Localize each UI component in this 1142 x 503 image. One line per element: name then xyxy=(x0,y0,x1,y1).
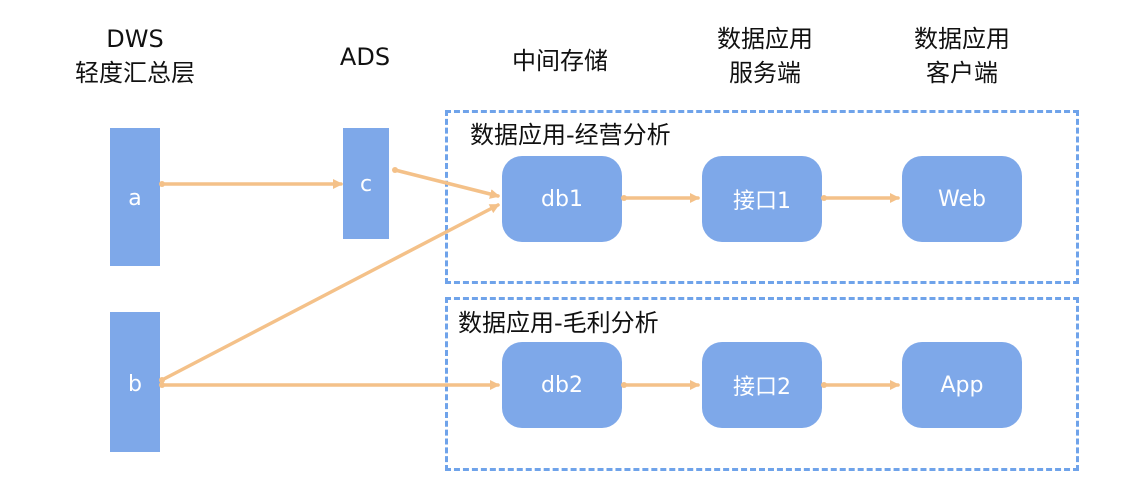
header-client: 数据应用 客户端 xyxy=(887,22,1037,90)
header-dws-line2: 轻度汇总层 xyxy=(75,59,195,87)
table-a: a xyxy=(110,128,160,266)
node-api2: 接口2 xyxy=(702,342,822,428)
node-db2: db2 xyxy=(502,342,622,428)
table-c-label: c xyxy=(359,172,373,197)
table-a-label: a xyxy=(128,186,142,211)
table-c: c xyxy=(343,128,389,239)
table-b-label: b xyxy=(128,372,142,397)
group-title-margin: 数据应用-毛利分析 xyxy=(458,309,659,337)
header-storage: 中间存储 xyxy=(485,44,635,78)
header-server-line2: 服务端 xyxy=(729,59,801,87)
node-db1: db1 xyxy=(502,156,622,242)
group-title-operations: 数据应用-经营分析 xyxy=(470,121,671,149)
header-client-line2: 客户端 xyxy=(926,59,998,87)
header-storage-line1: 中间存储 xyxy=(512,47,608,75)
header-ads-line1: ADS xyxy=(339,43,391,71)
header-dws-line1: DWS xyxy=(106,25,164,53)
edge-c-to-db1-start-dot xyxy=(392,167,398,173)
header-client-line1: 数据应用 xyxy=(914,25,1010,53)
node-api1: 接口1 xyxy=(702,156,822,242)
header-dws: DWS 轻度汇总层 xyxy=(60,22,210,90)
node-app: App xyxy=(902,342,1022,428)
table-b: b xyxy=(110,312,160,452)
header-server-line1: 数据应用 xyxy=(717,25,813,53)
header-server: 数据应用 服务端 xyxy=(690,22,840,90)
node-web: Web xyxy=(902,156,1022,242)
header-ads: ADS xyxy=(315,40,415,74)
